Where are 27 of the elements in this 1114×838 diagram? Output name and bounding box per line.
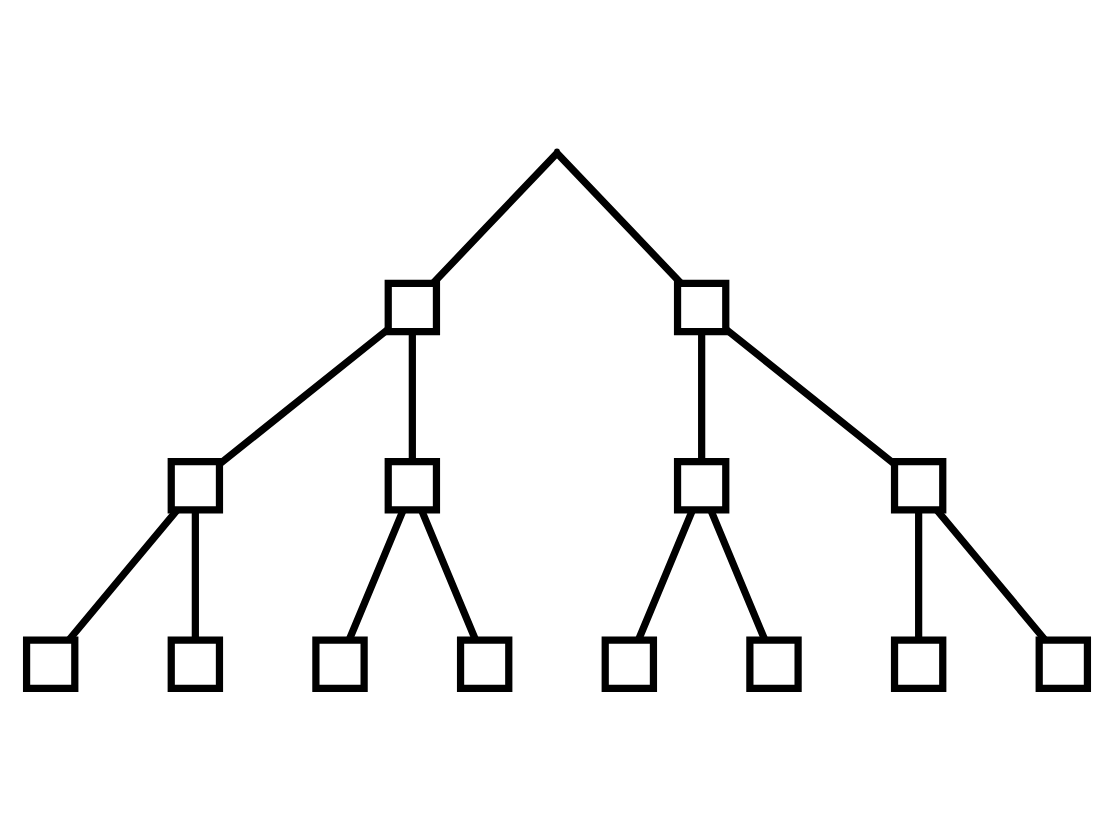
node-box <box>167 636 224 692</box>
node-box <box>384 279 441 336</box>
node-box <box>312 636 368 692</box>
node-box <box>890 636 947 692</box>
node-box <box>673 279 730 336</box>
node-point <box>554 148 560 155</box>
node-box <box>890 458 947 514</box>
connector <box>724 326 897 467</box>
connector <box>635 508 696 641</box>
node-box <box>22 636 79 692</box>
connector <box>191 510 199 640</box>
node-box <box>167 458 224 514</box>
node-box <box>673 458 730 514</box>
node-box <box>384 458 441 514</box>
node-box <box>746 636 802 692</box>
connector <box>66 507 180 642</box>
connector <box>698 331 706 462</box>
node-box <box>1035 636 1092 692</box>
connector <box>408 331 416 462</box>
connector <box>934 507 1048 642</box>
node-box <box>456 636 513 692</box>
connector <box>217 326 390 467</box>
connector <box>915 510 923 640</box>
node-box <box>601 636 658 692</box>
connector <box>418 508 479 641</box>
connector <box>346 508 407 641</box>
connector <box>707 508 768 641</box>
